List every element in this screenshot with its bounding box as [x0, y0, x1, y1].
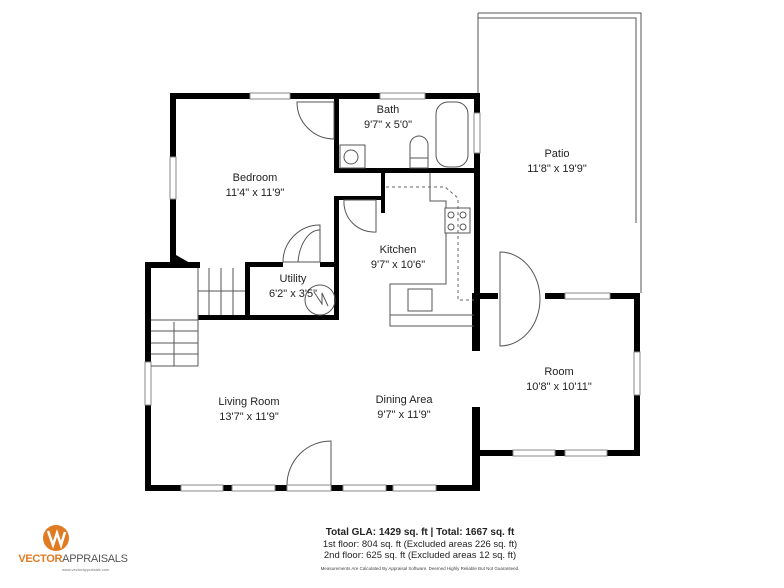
water-heater	[304, 284, 336, 316]
disclaimer: Measurements Are Calculated By Appraisal…	[320, 566, 520, 571]
bedroom-name: Bedroom	[233, 172, 278, 184]
window	[633, 351, 641, 396]
window	[564, 292, 611, 300]
dining-area-name: Dining Area	[376, 394, 434, 406]
room-size: 10'8" x 10'11"	[526, 381, 592, 393]
window	[231, 484, 276, 492]
window	[392, 484, 437, 492]
first-floor-area: 1st floor: 804 sq. ft (Excluded areas 22…	[322, 539, 518, 550]
window	[512, 449, 556, 457]
entry-door[interactable]	[286, 440, 332, 486]
logo-wordmark: VECTORAPPRAISALS	[18, 553, 128, 565]
patio-name: Patio	[544, 148, 569, 160]
kitchen-sink	[407, 288, 433, 312]
bath-name: Bath	[377, 104, 400, 116]
window	[564, 449, 608, 457]
living-room-size: 13'7" x 11'9"	[219, 411, 279, 423]
window	[473, 112, 481, 154]
bedroom-size: 11'4" x 11'9"	[226, 187, 285, 199]
logo-url: www.vectorappraisals.com	[62, 567, 110, 572]
room-door[interactable]	[499, 251, 541, 347]
vector-appraisals-logo: VECTORAPPRAISALS www.vectorappraisals.co…	[18, 524, 128, 574]
utility-name: Utility	[280, 273, 307, 285]
closet-door[interactable]	[343, 199, 377, 233]
area-summary: Total GLA: 1429 sq. ft | Total: 1667 sq.…	[250, 527, 590, 573]
window	[249, 92, 291, 100]
second-floor-area: 2nd floor: 625 sq. ft (Excluded areas 12…	[323, 550, 517, 561]
door-threshold	[286, 484, 332, 492]
room-name: Room	[544, 366, 573, 378]
window	[379, 92, 426, 100]
dining-area-size: 9'7" x 11'9"	[377, 409, 430, 421]
bedroom-door[interactable]	[296, 101, 335, 140]
bathtub	[435, 101, 469, 168]
kitchen-name: Kitchen	[380, 244, 417, 256]
window	[180, 484, 224, 492]
bath-size: 9'7" x 5'0"	[364, 119, 412, 131]
patio-size: 11'8" x 19'9"	[527, 163, 587, 175]
doors	[282, 101, 541, 486]
living-room-name: Living Room	[218, 396, 279, 408]
total-area: Total GLA: 1429 sq. ft | Total: 1667 sq.…	[325, 527, 515, 538]
window	[144, 361, 152, 406]
bath-sink	[339, 144, 366, 169]
patio-outline	[477, 12, 642, 293]
windows	[144, 92, 641, 492]
utility-door-2[interactable]	[297, 229, 321, 263]
stairs	[151, 268, 245, 367]
utility-door[interactable]	[282, 224, 321, 263]
window	[169, 156, 177, 200]
utility-size: 6'2" x 3'5"	[269, 288, 317, 300]
toilet	[409, 135, 429, 158]
logo-emblem-icon	[43, 525, 69, 551]
kitchen-size: 9'7" x 10'6"	[371, 259, 425, 271]
room-labels: Bedroom 11'4" x 11'9" Bath 9'7" x 5'0" K…	[218, 104, 591, 423]
fixtures	[151, 101, 474, 367]
window	[342, 484, 387, 492]
